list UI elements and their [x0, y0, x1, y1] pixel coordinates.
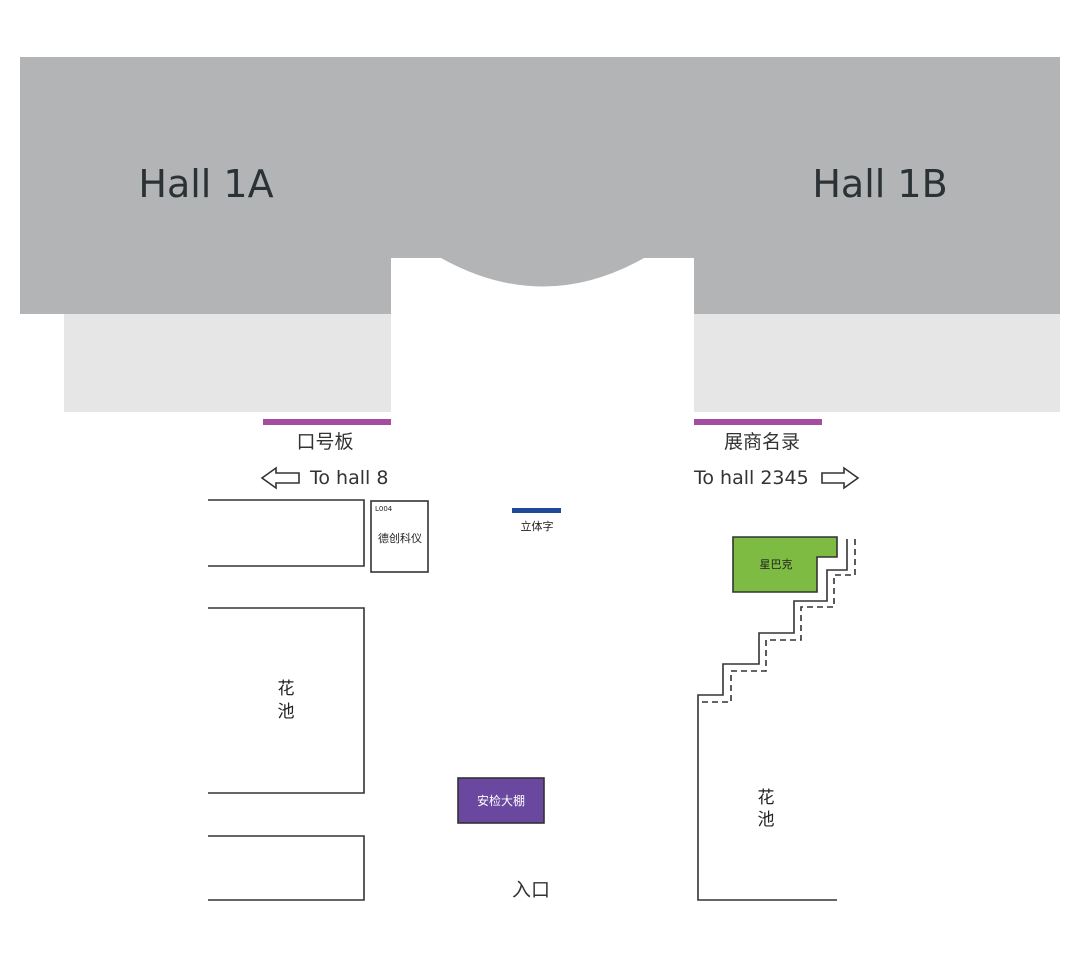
- booth-name: 德创科仪: [378, 531, 422, 545]
- hall-1a-apron: [64, 314, 391, 412]
- security-tent[interactable]: [457, 777, 545, 824]
- entrance-label: 入口: [512, 879, 550, 901]
- exhibitor-list-bar: [694, 419, 822, 425]
- block-left-bottom: [208, 835, 365, 901]
- flower-bed-left-label-2: 池: [278, 702, 295, 722]
- hall-1a-label: Hall 1A: [138, 162, 273, 206]
- arrow-right-icon: [821, 466, 860, 490]
- starbucks-area[interactable]: [732, 536, 838, 593]
- block-left-top: [208, 499, 365, 567]
- exhibitor-list-label: 展商名录: [724, 431, 800, 453]
- stair-dashed-edge: [698, 539, 856, 703]
- hall-building: [20, 57, 1060, 314]
- hall-1b-apron: [694, 314, 1060, 412]
- slogan-board-bar: [263, 419, 391, 425]
- security-tent-label: 安检大棚: [477, 793, 525, 808]
- flower-bed-right-label-1: 花: [758, 788, 775, 808]
- starbucks-label: 星巴克: [760, 558, 793, 571]
- arrow-left-icon: [260, 466, 300, 490]
- booth-l004[interactable]: [370, 500, 429, 573]
- to-hall-8-label: To hall 8: [309, 467, 388, 489]
- flower-bed-left-label-1: 花: [278, 679, 295, 699]
- to-hall-2345-label: To hall 2345: [693, 467, 809, 489]
- flower-bed-left: [208, 607, 365, 794]
- hall-1b-label: Hall 1B: [812, 162, 947, 206]
- 3d-sign-label: 立体字: [521, 519, 554, 533]
- flower-bed-right-label-2: 池: [758, 810, 775, 830]
- slogan-board-label: 口号板: [296, 431, 353, 453]
- 3d-sign-bar: [512, 508, 561, 513]
- stair-solid-edge: [697, 539, 848, 901]
- booth-code: L004: [375, 505, 393, 513]
